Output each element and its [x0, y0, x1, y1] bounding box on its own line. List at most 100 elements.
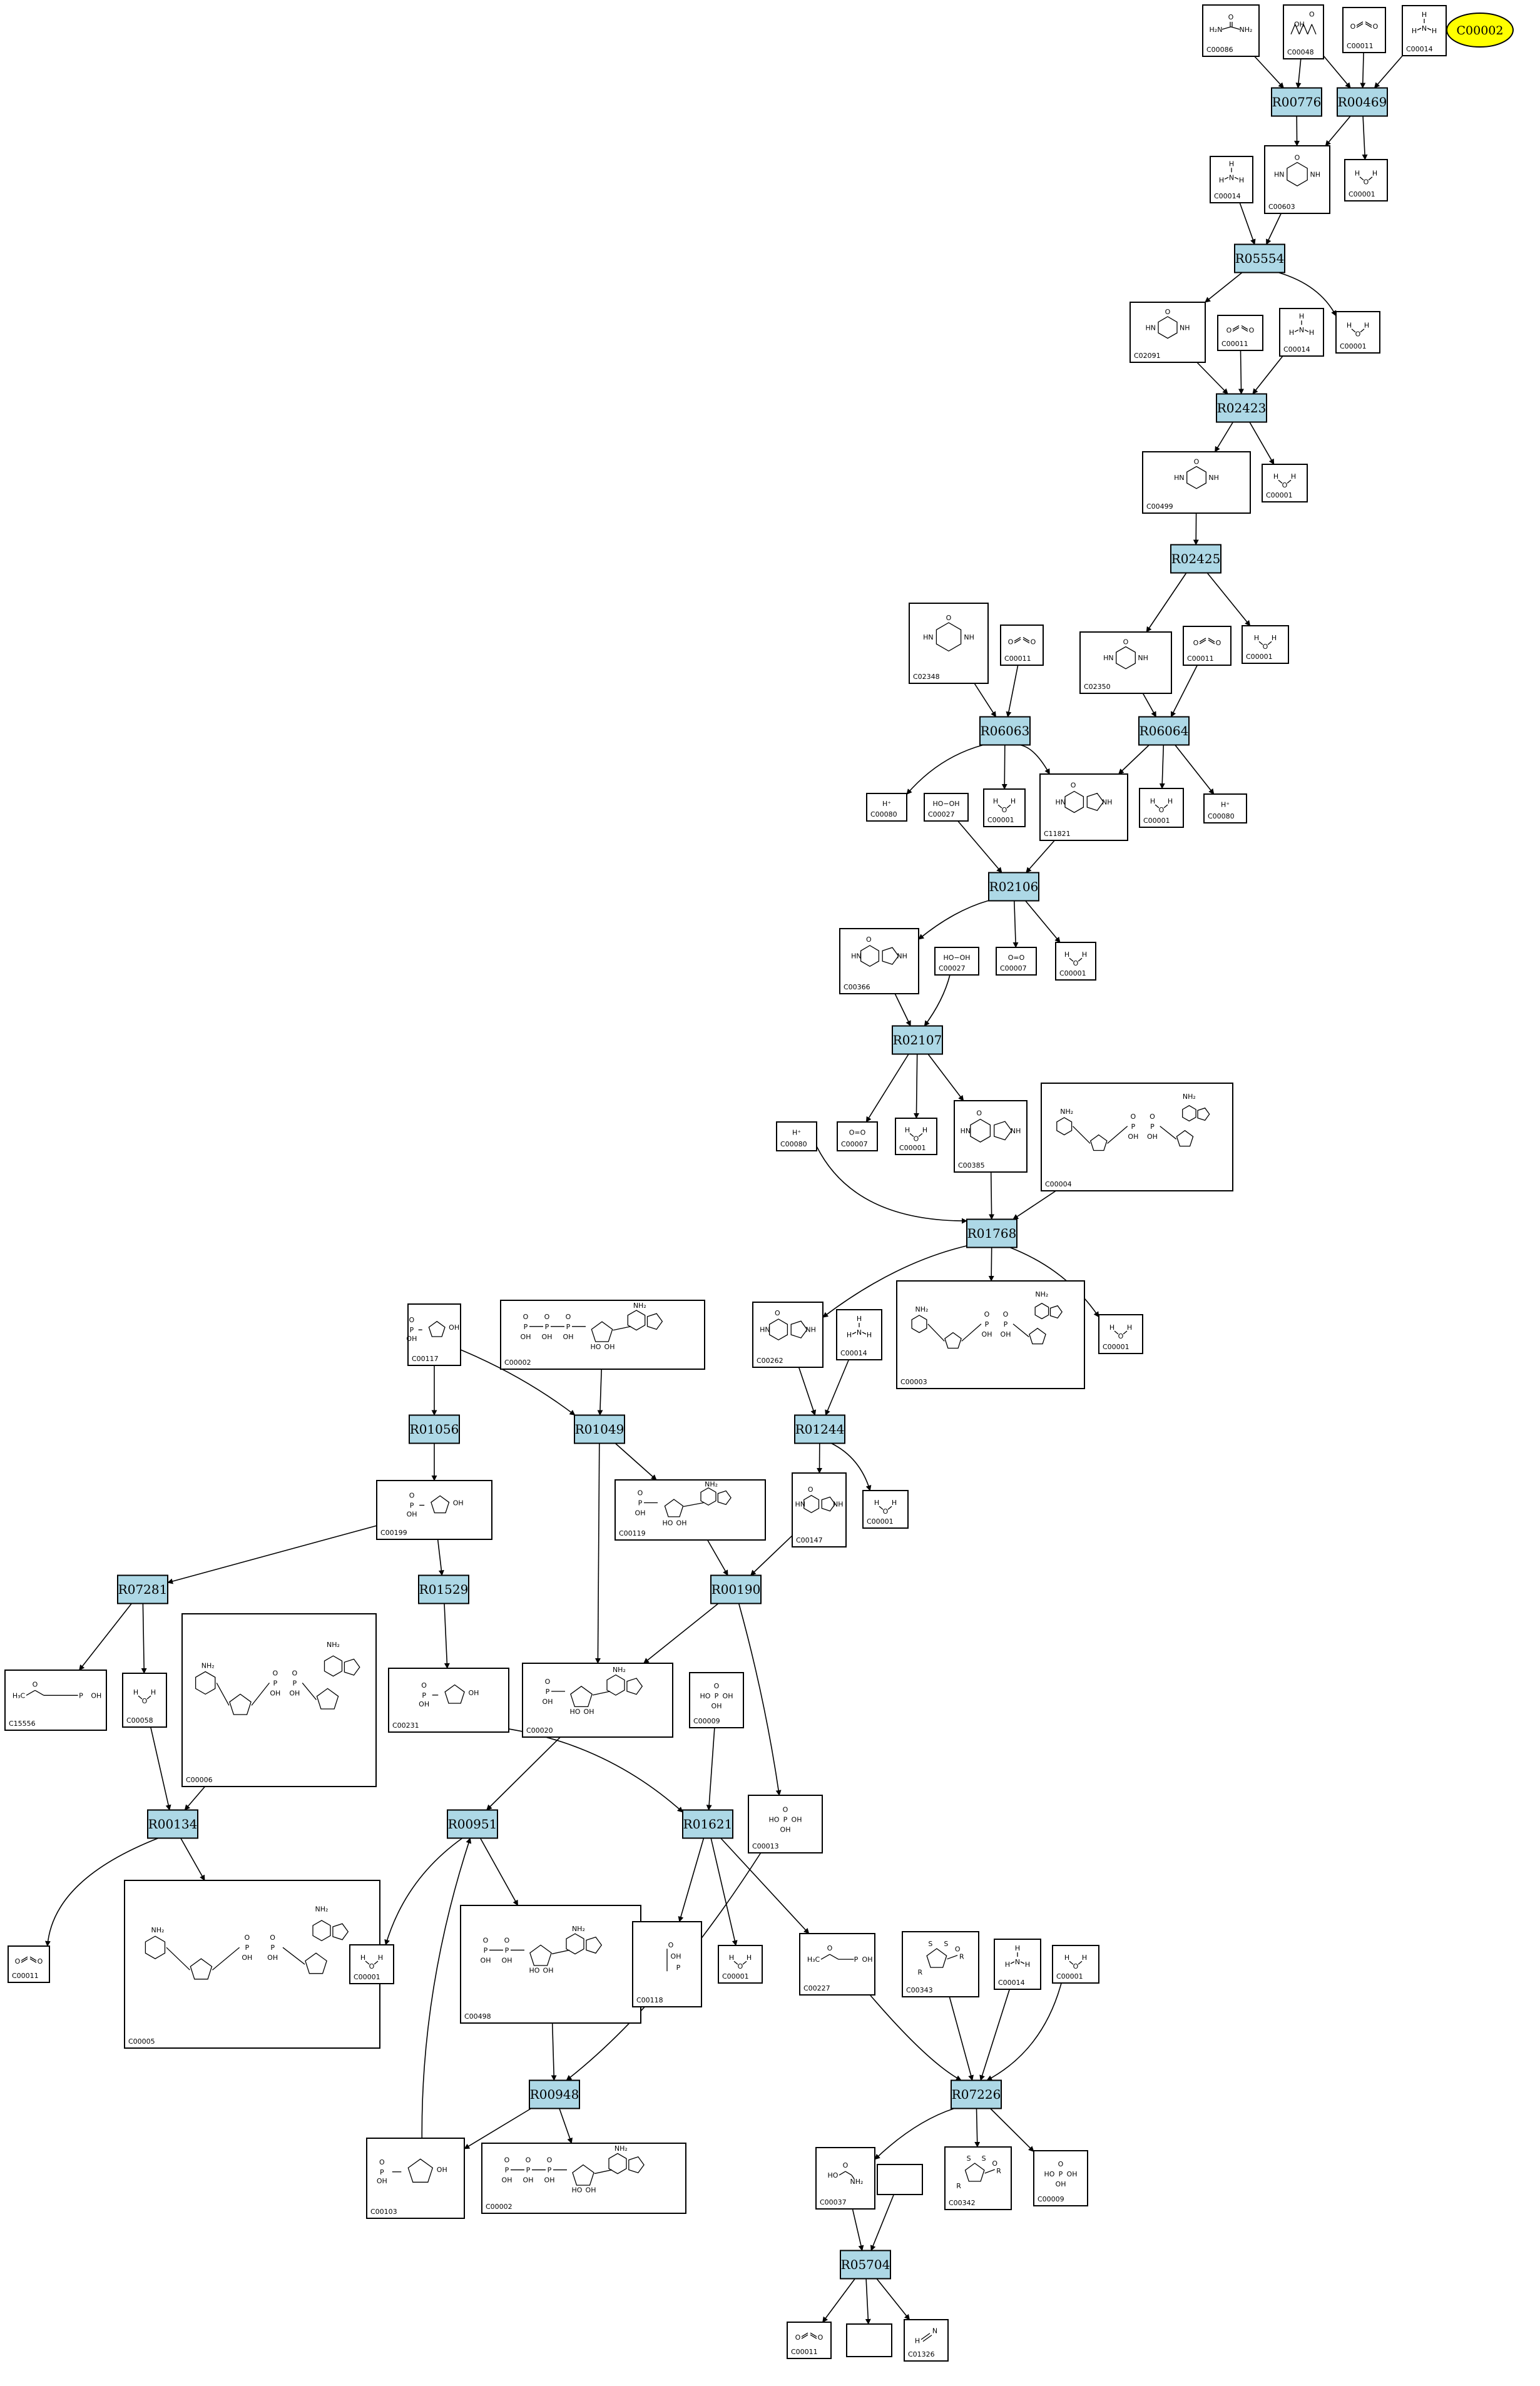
- atom-label: OH: [449, 1323, 459, 1332]
- reaction-node[interactable]: R05554: [1234, 243, 1285, 273]
- reaction-node[interactable]: R00776: [1271, 87, 1322, 117]
- reaction-node[interactable]: R01768: [966, 1218, 1017, 1248]
- reaction-node[interactable]: R01529: [418, 1574, 469, 1604]
- atom-label: NH₂: [315, 1905, 329, 1914]
- reaction-node[interactable]: R01621: [682, 1809, 733, 1839]
- compound-node[interactable]: H⁺C00080: [866, 793, 907, 822]
- reaction-node[interactable]: R01056: [409, 1414, 460, 1444]
- compound-node[interactable]: H⁺C00080: [1203, 793, 1247, 823]
- reaction-node[interactable]: R00469: [1337, 87, 1388, 117]
- reaction-node[interactable]: R02107: [892, 1025, 943, 1055]
- reaction-node[interactable]: R05704: [840, 2250, 891, 2280]
- compound-node[interactable]: [877, 2164, 923, 2195]
- compound-id: C00011: [1221, 340, 1248, 348]
- bond: [1123, 1330, 1128, 1335]
- reaction-node[interactable]: R00948: [529, 2079, 580, 2109]
- reaction-node[interactable]: R00190: [710, 1574, 762, 1604]
- highlighted-compound[interactable]: C00002: [1446, 13, 1514, 48]
- reaction-node[interactable]: R00951: [447, 1809, 498, 1839]
- reaction-node[interactable]: R07226: [951, 2079, 1002, 2109]
- reaction-node[interactable]: R06063: [979, 716, 1031, 746]
- reaction-node[interactable]: R02106: [988, 872, 1039, 902]
- reaction-node[interactable]: R02425: [1170, 544, 1221, 574]
- ring-bond: [1182, 1105, 1196, 1122]
- atom-label: O: [292, 1669, 297, 1677]
- reaction-edge: [957, 820, 1002, 874]
- compound-node[interactable]: H⁺C00080: [776, 1121, 817, 1151]
- reaction-node[interactable]: R06064: [1138, 716, 1190, 746]
- reaction-node[interactable]: R01244: [794, 1414, 845, 1444]
- reaction-node[interactable]: R07281: [117, 1574, 168, 1604]
- reaction-node[interactable]: R01049: [574, 1414, 625, 1444]
- reaction-node[interactable]: R00134: [147, 1809, 198, 1839]
- compound-node[interactable]: [846, 2323, 892, 2357]
- ring-bond: [627, 1310, 646, 1331]
- reaction-node[interactable]: R02423: [1216, 393, 1267, 423]
